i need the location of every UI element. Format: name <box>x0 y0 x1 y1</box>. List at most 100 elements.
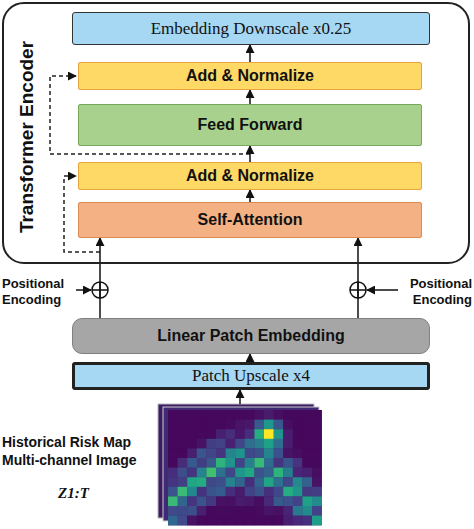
map-cell <box>312 468 322 478</box>
map-cell <box>274 477 284 487</box>
map-cell <box>264 410 274 420</box>
map-cell <box>283 506 293 516</box>
map-cell <box>264 506 274 516</box>
map-cell <box>254 487 264 497</box>
map-cell <box>254 496 264 506</box>
map-cell <box>245 516 255 526</box>
map-cell <box>312 516 322 526</box>
map-cell <box>178 506 188 516</box>
map-cell <box>216 506 226 516</box>
map-cell <box>312 439 322 449</box>
map-cell <box>235 516 245 526</box>
map-cell <box>226 439 236 449</box>
map-cell <box>216 487 226 497</box>
map-cell <box>245 439 255 449</box>
map-cell <box>293 468 303 478</box>
map-cell <box>206 506 216 516</box>
map-cell <box>168 458 178 468</box>
map-cell <box>245 410 255 420</box>
map-cell <box>293 506 303 516</box>
map-cell <box>312 496 322 506</box>
map-cell <box>274 439 284 449</box>
map-cell <box>206 468 216 478</box>
risk-heatmap <box>168 410 322 526</box>
map-cell <box>187 448 197 458</box>
map-cell <box>235 410 245 420</box>
image-caption: Historical Risk Map Multi-channel Image <box>2 434 152 469</box>
map-layer <box>163 407 319 521</box>
map-cell <box>274 487 284 497</box>
map-cell <box>312 448 322 458</box>
map-cell <box>293 439 303 449</box>
box-text: Add & Normalize <box>180 167 320 185</box>
map-cell <box>216 458 226 468</box>
map-cell <box>206 477 216 487</box>
map-cell <box>206 496 216 506</box>
map-cell <box>197 439 207 449</box>
map-cell <box>283 496 293 506</box>
map-cell <box>245 429 255 439</box>
map-cell <box>216 420 226 430</box>
map-cell <box>293 496 303 506</box>
map-cell <box>226 496 236 506</box>
map-cell <box>245 487 255 497</box>
map-cell <box>178 410 188 420</box>
map-cell <box>187 458 197 468</box>
map-cell <box>245 468 255 478</box>
map-cell <box>245 458 255 468</box>
map-cell <box>235 477 245 487</box>
map-cell <box>178 439 188 449</box>
map-cell <box>274 516 284 526</box>
flow-arrow <box>249 45 251 62</box>
map-cell <box>168 487 178 497</box>
flow-arrow <box>249 146 251 162</box>
map-cell <box>226 458 236 468</box>
map-cell <box>274 429 284 439</box>
map-cell <box>226 487 236 497</box>
map-cell <box>168 506 178 516</box>
map-cell <box>302 468 312 478</box>
add-norm-box: Add & Normalize <box>78 162 422 190</box>
map-cell <box>168 448 178 458</box>
map-cell <box>168 439 178 449</box>
map-cell <box>187 429 197 439</box>
map-cell <box>206 516 216 526</box>
map-cell <box>302 506 312 516</box>
map-cell <box>254 439 264 449</box>
feed-forward-box: Feed Forward <box>78 104 422 146</box>
encoding-arrow <box>367 289 398 291</box>
map-cell <box>206 458 216 468</box>
map-cell <box>312 506 322 516</box>
map-cell <box>254 410 264 420</box>
map-cell <box>206 410 216 420</box>
map-cell <box>293 448 303 458</box>
map-cell <box>197 506 207 516</box>
map-cell <box>197 516 207 526</box>
box-text: Embedding Downscale x0.25 <box>145 19 358 39</box>
map-cell <box>187 477 197 487</box>
map-cell <box>235 487 245 497</box>
map-cell <box>274 506 284 516</box>
map-cell <box>216 496 226 506</box>
encoding-arrow <box>76 289 91 291</box>
map-cell <box>178 468 188 478</box>
map-cell <box>187 420 197 430</box>
box-text: Feed Forward <box>192 116 309 134</box>
map-cell <box>178 458 188 468</box>
map-cell <box>312 477 322 487</box>
encoding-label: Positional Encoding <box>2 276 76 307</box>
map-cell <box>302 420 312 430</box>
map-ground <box>168 410 322 525</box>
map-cell <box>254 420 264 430</box>
map-cell <box>168 420 178 430</box>
map-cell <box>235 429 245 439</box>
map-cell <box>245 506 255 516</box>
map-cell <box>226 429 236 439</box>
map-cell <box>254 516 264 526</box>
embedding-box: Linear Patch Embedding <box>72 318 430 354</box>
encoder-container: Transformer EncoderEmbedding Downscale x… <box>2 2 470 264</box>
map-cell <box>216 410 226 420</box>
map-cell <box>254 429 264 439</box>
image-symbol: Z1:T <box>58 484 89 503</box>
